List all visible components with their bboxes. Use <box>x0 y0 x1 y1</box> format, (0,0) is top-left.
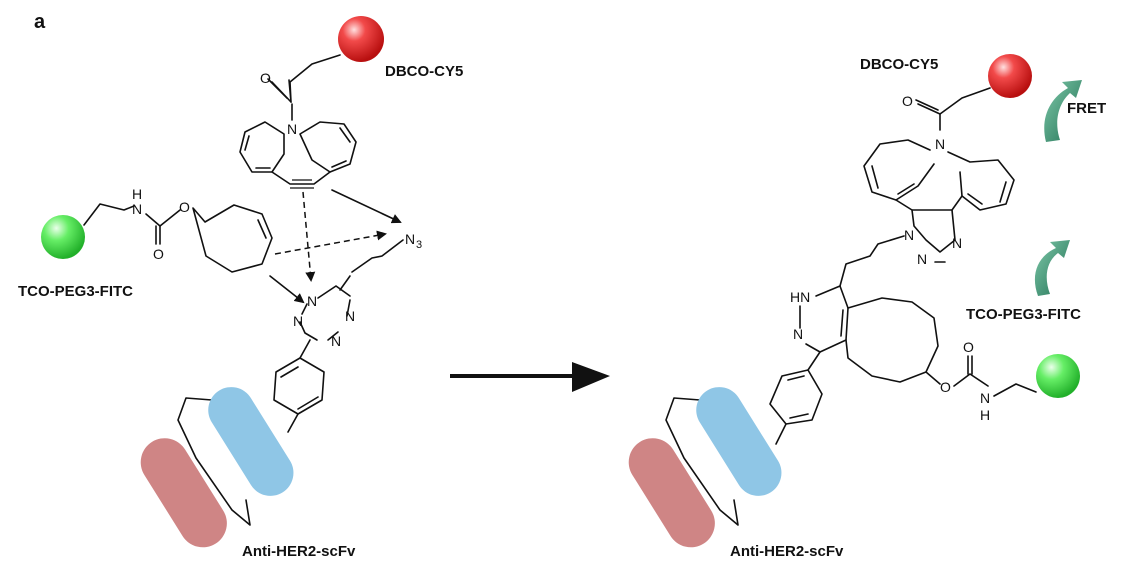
tco-double-bond <box>257 219 267 239</box>
product-propyl-chain <box>839 235 905 287</box>
atom-o-carbonyl-top-right: O <box>902 93 913 109</box>
dbco-carbonyl-double <box>267 78 288 99</box>
atom-o-ester: O <box>940 379 951 395</box>
atom-o-carbonyl-top: O <box>260 70 271 86</box>
left-reactants: O DBCO-CY5 N N 3 H N O O <box>18 16 463 560</box>
panel-label: a <box>34 11 46 33</box>
left-phenyl-ring <box>273 357 325 415</box>
main-reaction-arrow-head <box>572 362 610 392</box>
dbco-right-benzene <box>299 121 357 173</box>
atom-nh-n: N <box>132 201 142 217</box>
trans-cyclooctene-ring <box>192 204 273 273</box>
right-product: DBCO-CY5 O N FRET TCO-PEG3-FITC N N N HN… <box>628 54 1106 560</box>
fret-arrow-bottom <box>1034 240 1070 296</box>
atom-triazole-n3: N <box>917 251 927 267</box>
product-right-benzene-inner <box>967 181 1007 205</box>
tco-peg3-fitc-label: TCO-PEG3-FITC <box>18 283 133 300</box>
solid-arrow-tco-tetrazine <box>269 275 305 304</box>
atom-o-carbonyl-right: O <box>963 339 974 355</box>
dbco-ring-bottom <box>271 171 331 185</box>
heavy-chain-domain <box>140 438 227 548</box>
ester-link <box>925 371 941 385</box>
cy5-sphere <box>338 16 384 62</box>
atom-n-dbco-right: N <box>935 136 945 152</box>
carbamate-carbonyl <box>155 225 161 245</box>
anti-her2-scfv-label-right: Anti-HER2-scFv <box>730 543 844 560</box>
atom-o-carbamate: O <box>179 199 190 215</box>
fitc-sphere <box>41 215 85 259</box>
solid-arrow-dbco-azide <box>331 189 402 224</box>
atom-tetrazine-n4: N <box>331 333 341 349</box>
atom-tetrazine-n1: N <box>307 293 317 309</box>
scfv-linker-left <box>177 397 251 526</box>
atom-o-carbonyl: O <box>153 246 164 262</box>
cy5-sphere-right <box>988 54 1032 98</box>
product-cyclooctane <box>895 195 963 211</box>
tetrazine-phenyl-link <box>299 339 311 359</box>
azide-propyl-chain <box>351 239 404 273</box>
carbamate-bonds <box>145 209 181 227</box>
product-cyclooctane-ring <box>845 297 939 383</box>
atom-nh-h-right: H <box>980 407 990 423</box>
atom-azide-n: N <box>405 231 415 247</box>
atom-triazole-n1: N <box>904 227 914 243</box>
dbco-right-benzene-inner <box>331 127 351 168</box>
product-carbamate <box>953 355 989 387</box>
atom-triazole-n2: N <box>952 235 962 251</box>
atom-nh-h: H <box>132 186 142 202</box>
phenyl-antibody-link <box>287 413 299 433</box>
atom-tetrazine-n2: N <box>345 308 355 324</box>
pyridazine-double <box>840 309 844 337</box>
dbco-cy5-label: DBCO-CY5 <box>385 63 463 80</box>
heavy-chain-domain-right <box>628 438 715 548</box>
product-left-benzene-inner <box>871 165 915 195</box>
product-right-benzene <box>947 151 1015 211</box>
dashed-arrow-tco-azide <box>274 230 387 255</box>
fret-label: FRET <box>1067 100 1106 117</box>
atom-n-dbco: N <box>287 121 297 137</box>
atom-pyridazine-n: N <box>793 326 803 342</box>
tetrazine-chain-link <box>339 275 351 291</box>
product-left-benzene <box>863 139 935 201</box>
atom-azide-sub: 3 <box>416 239 422 251</box>
fitc-sphere-right <box>1036 354 1080 398</box>
atom-pyridazine-hn: HN <box>790 289 810 305</box>
left-phenyl-inner <box>280 366 319 410</box>
product-peg-chain <box>993 383 1037 397</box>
tco-peg3-fitc-label-right: TCO-PEG3-FITC <box>966 306 1081 323</box>
dbco-left-benzene-inner <box>244 135 271 169</box>
tetrazine-ring <box>299 285 351 341</box>
triazole-ring <box>911 209 956 253</box>
dbco-cy5-label-right: DBCO-CY5 <box>860 56 938 73</box>
anti-her2-scfv-label-left: Anti-HER2-scFv <box>242 543 356 560</box>
right-phenyl-antibody-link <box>775 423 787 445</box>
scfv-linker-right <box>665 397 739 526</box>
product-pyridazine-phenyl-link <box>807 351 821 371</box>
fret-arrow-top <box>1044 80 1082 142</box>
dbco-left-benzene <box>239 121 285 173</box>
right-phenyl-inner <box>787 375 809 419</box>
product-dbco-linker <box>939 87 991 131</box>
light-chain-domain-right <box>696 387 782 496</box>
dbco-linker-bonds <box>288 54 341 103</box>
atom-nh-n-right: N <box>980 390 990 406</box>
atom-tetrazine-n3: N <box>293 313 303 329</box>
dashed-arrow-dbco-tetrazine <box>302 191 316 282</box>
product-carbonyl <box>915 99 941 115</box>
tco-peg-chain <box>83 203 135 226</box>
light-chain-domain <box>208 387 294 496</box>
